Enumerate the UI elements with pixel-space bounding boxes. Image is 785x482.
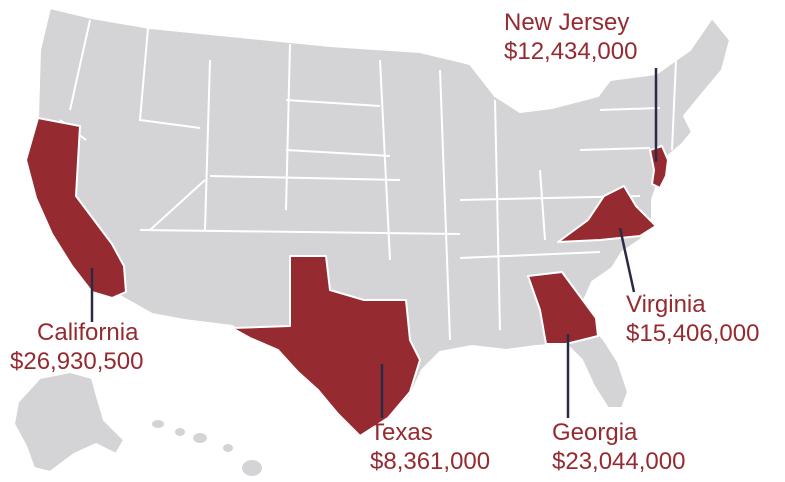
callout-state-name: Virginia <box>626 291 706 318</box>
callout-texas: Texas $8,361,000 <box>370 418 490 476</box>
callout-state-name: California <box>37 319 139 346</box>
callout-new-jersey: New Jersey $12,434,000 <box>504 8 637 66</box>
callout-amount: $15,406,000 <box>626 320 760 347</box>
hawaii-shape <box>152 420 262 476</box>
state-georgia[interactable] <box>527 271 599 345</box>
callout-virginia: Virginia $15,406,000 <box>626 290 759 348</box>
state-borders <box>59 19 677 341</box>
leader-line-virginia <box>618 227 636 293</box>
callout-amount: $8,361,000 <box>370 448 491 475</box>
callout-amount: $26,930,500 <box>10 348 144 375</box>
alaska-shape <box>13 371 125 473</box>
callout-state-name: Georgia <box>552 419 638 446</box>
state-new-jersey[interactable] <box>649 145 669 189</box>
state-california[interactable] <box>25 117 127 299</box>
callout-georgia: Georgia $23,044,000 <box>552 418 685 476</box>
state-virginia[interactable] <box>557 185 657 243</box>
state-texas[interactable] <box>231 255 421 437</box>
callout-california: California $26,930,500 <box>10 318 143 376</box>
callout-amount: $12,434,000 <box>504 38 638 65</box>
callout-state-name: Texas <box>370 419 433 446</box>
callout-state-name: New Jersey <box>504 9 630 36</box>
callout-amount: $23,044,000 <box>552 448 686 475</box>
